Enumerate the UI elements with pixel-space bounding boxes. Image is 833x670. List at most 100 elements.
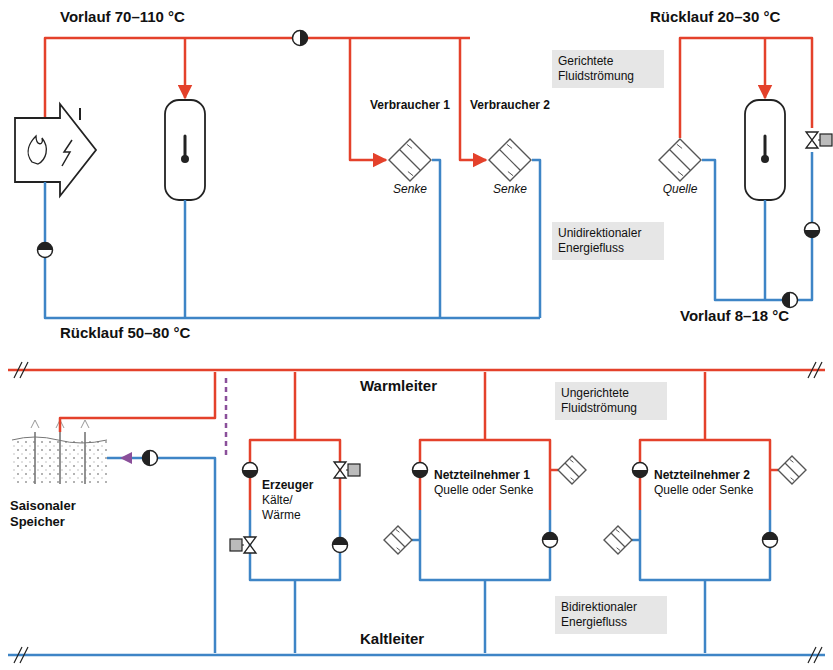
pump-symbol [805,223,820,238]
valve-symbol [806,132,818,148]
pipe [484,580,487,653]
participant-text: ErzeugerKälte/ Wärme [262,478,330,523]
pump-casing [38,243,53,258]
heat-exchanger-flow [507,144,513,176]
pipe [704,580,707,653]
pipe [532,160,540,318]
heat-generator [15,104,96,196]
valve-stem [242,544,244,545]
diagram-label: Saisonaler Speicher [10,498,120,529]
pump-casing [293,31,308,46]
break-mark [14,647,28,663]
pipe [640,440,770,510]
heat-exchanger-shape [388,138,432,182]
heat-exchanger-flow [616,530,620,551]
pump-casing [783,293,798,308]
pump-impeller [763,533,778,541]
heat-exchanger-plate [611,533,625,547]
storage-tank [745,100,785,200]
diagram-label: Rücklauf 50–80 °C [60,324,190,342]
heat-wave-mark [81,420,89,428]
pump-impeller [413,470,428,478]
participant-text: Netzteilnehmer 2Quelle oder Senke [654,468,758,498]
pipe [640,510,770,580]
pipe [432,160,440,318]
diagram-label: Verbraucher 1 [368,98,452,112]
pipe [770,469,778,472]
pipe [420,440,550,510]
storage-tank [165,100,205,200]
heat-exchanger-plate [391,533,405,547]
heat-exchanger-plate [785,463,799,477]
diagram-label: Rücklauf 20–30 °C [650,8,780,26]
heat-exchanger-node: Senke [480,138,540,196]
pump-impeller [805,230,820,238]
pump-impeller [143,451,151,466]
diagram-label: Erzeuger [262,478,330,493]
heat-exchanger-shape [488,138,532,182]
annotation-box: Unidirektionaler Energiefluss [552,222,664,260]
pump-symbol [543,533,558,548]
heat-exchanger-shape [658,138,702,182]
pump-casing [543,533,558,548]
heat-exchanger-flow [570,460,574,481]
heat-exchanger-symbol [778,456,806,484]
pump-symbol [143,451,158,466]
heat-wave-mark [31,420,39,428]
pipe [632,539,640,542]
heat-exchanger-flow [677,144,683,176]
pipe [550,469,558,472]
pump-symbol [633,463,648,478]
thermometer-bulb [761,155,769,163]
valve-symbol [334,462,346,478]
heat-exchanger-symbol [558,456,586,484]
pump-casing [633,463,648,478]
pump-casing [763,533,778,548]
pump-impeller [543,533,558,541]
annotation-text: Bidirektionaler Energiefluss [561,600,637,629]
pump-symbol [763,533,778,548]
pipe [764,200,767,300]
valve-stem [346,469,348,470]
diagram-label: Quelle oder Senke [434,483,538,498]
diagram-label: Netzteilnehmer 2 [654,468,758,483]
diagram-label: Vorlauf 8–18 °C [680,307,789,325]
warm-conductor [8,369,825,372]
annotation-text: Gerichtete Fluidströmung [558,54,634,83]
heat-exchanger-node: Quelle [650,138,710,196]
pump-impeller [300,31,308,46]
pipe [412,539,420,542]
pump-casing [413,463,428,478]
heat-exchanger-flow [396,530,400,551]
pump-casing [143,451,158,466]
annotation-box: Ungerichtete Fluidströmung [555,382,667,420]
heat-exchanger-symbol [659,139,701,181]
pump-symbol [38,243,53,258]
annotation-text: Ungerichtete Fluidströmung [561,386,637,415]
role-text: Senke [380,182,440,196]
break-mark [808,647,822,663]
pipe [45,38,470,118]
pump-casing [333,538,348,553]
pump-impeller [243,470,258,478]
bypass-line [225,378,228,456]
pipe [702,152,812,300]
valve-actuator [820,134,832,146]
break-mark [808,362,822,378]
thermometer [79,108,81,120]
heat-exchanger-symbol [489,139,531,181]
break-mark [14,362,28,378]
pipe [184,200,187,318]
pipe [764,38,767,98]
borehole-probe [84,432,86,484]
participant-text: Netzteilnehmer 1Quelle oder Senke [434,468,538,498]
thermometer [184,136,187,156]
pipe [420,510,550,580]
annotation-box: Gerichtete Fluidströmung [552,50,664,88]
pump-symbol [243,463,258,478]
heat-exchanger-plate [565,463,579,477]
pump-casing [805,223,820,238]
flame-icon [28,136,46,164]
heat-exchanger-plate [670,150,691,171]
